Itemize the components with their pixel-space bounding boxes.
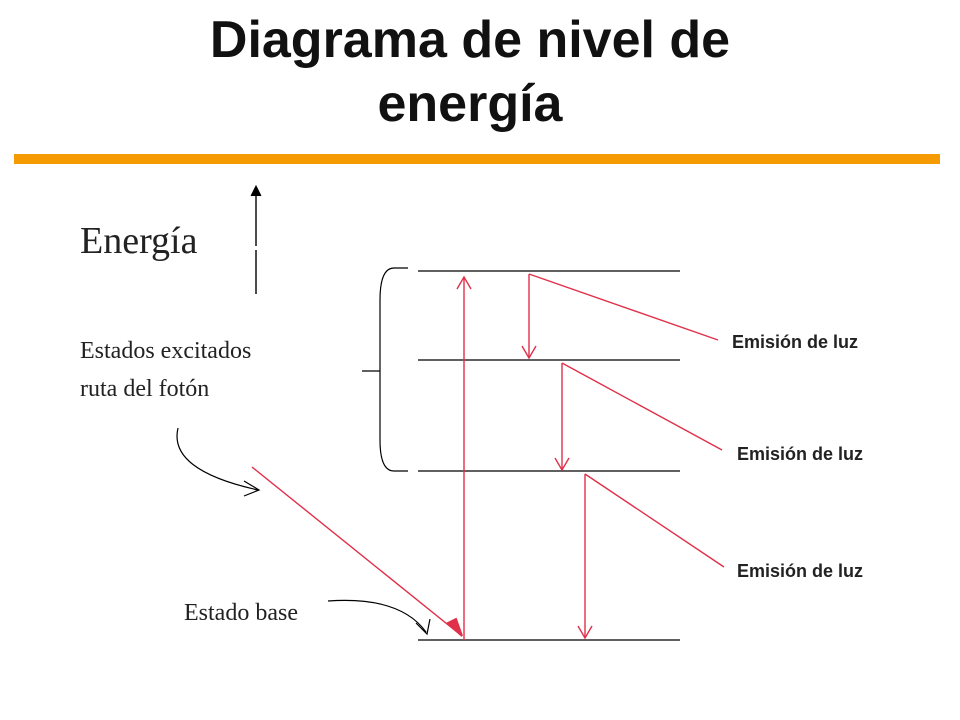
ground-state-pointer (327, 599, 427, 633)
emission-ray-1 (528, 273, 719, 341)
energy-axis-arrowhead-icon (250, 184, 262, 197)
title-line-2: energía (377, 75, 563, 133)
photon-path-label: ruta del fotón (80, 376, 210, 402)
title-line-1: Diagrama de nivel de (209, 11, 731, 69)
page-title: Diagrama de nivel de energía (0, 8, 940, 136)
emission-arrowhead-1-icon (521, 345, 537, 360)
photon-path-pointer-arrowhead-icon (243, 480, 261, 497)
incoming-photon-line (251, 466, 463, 637)
photon-arrowhead-icon (446, 617, 463, 637)
ground-state-label: Estado base (184, 600, 298, 626)
energy-axis-label: Energía (80, 220, 198, 262)
ground-state-pointer-arrowhead-icon (415, 618, 431, 636)
title-divider (14, 154, 940, 164)
excited-states-brace (379, 267, 408, 472)
excited-states-label: Estados excitados (80, 338, 252, 364)
emission-label-2: Emisión de luz (737, 444, 864, 464)
emission-ray-2 (561, 362, 723, 451)
photon-path-pointer (176, 427, 259, 491)
emission-arrowhead-2-icon (554, 457, 570, 472)
emission-label-3: Emisión de luz (737, 561, 864, 581)
excitation-arrowhead-icon (456, 275, 472, 290)
emission-arrowhead-3-icon (577, 625, 593, 640)
emission-label-1: Emisión de luz (732, 332, 859, 352)
emission-ray-3 (584, 473, 725, 568)
